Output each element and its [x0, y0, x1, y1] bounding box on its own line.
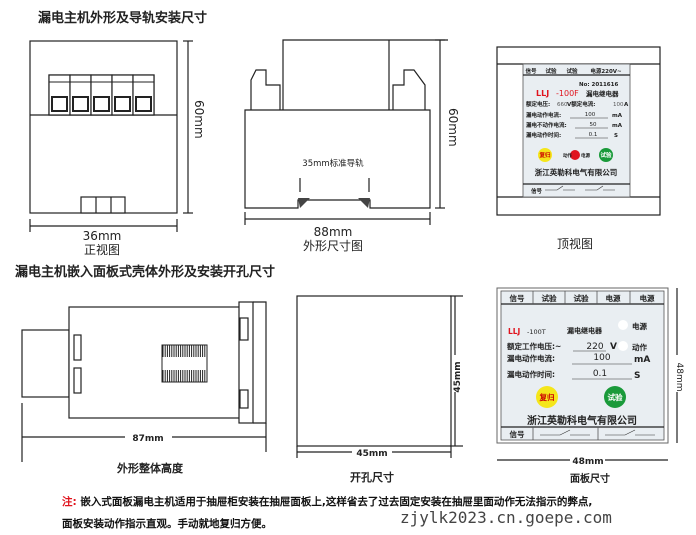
- panel-test-button: [604, 386, 626, 408]
- note-text-2: 面板安装动作指示直观。手动就地复归方便。: [62, 518, 272, 530]
- top-indicator-left: 动作: [563, 152, 572, 159]
- rail-label: 35mm标准导轨: [302, 158, 364, 169]
- top-test-label: 试验: [600, 151, 612, 159]
- panel-current-unit: mA: [634, 355, 650, 365]
- side-view: 35mm标准导轨 60mm 88mm 外形尺寸图: [244, 39, 460, 253]
- panel-voltage-label: 额定工作电压:~: [507, 341, 561, 351]
- panel-header-2: 试验: [574, 293, 589, 303]
- body-depth-label: 87mm: [132, 434, 163, 444]
- panel-current: 100: [593, 353, 610, 363]
- panel-voltage: 220: [586, 342, 603, 352]
- terminal-screw: [51, 96, 68, 112]
- power-indicator: [618, 320, 628, 330]
- panel-header-1: 试验: [542, 293, 557, 303]
- panel-voltage-unit: V: [610, 342, 617, 352]
- panel-header-0: 信号: [510, 293, 525, 303]
- note-prefix: 注:: [62, 496, 77, 508]
- top-view-caption: 顶视图: [557, 236, 593, 251]
- top-nonaction-current-label: 漏电不动作电流:: [526, 121, 567, 129]
- top-indicator-right: 电源: [581, 152, 590, 159]
- side-width-label: 88mm: [314, 225, 353, 239]
- top-action-current: 100: [585, 112, 596, 118]
- panel-time: 0.1: [593, 369, 607, 379]
- top-action-time-label: 漏电动作时间:: [526, 131, 561, 139]
- top-action-time: 0.1: [589, 132, 598, 138]
- side-height-label: 60mm: [446, 108, 460, 147]
- top-header-3: 电源220V~: [590, 67, 622, 75]
- top-action-current-unit: mA: [612, 113, 623, 119]
- panel-company: 浙江英勒科电气有限公司: [527, 414, 637, 427]
- top-header-0: 信号: [525, 67, 537, 75]
- top-header-2: 试验: [566, 67, 578, 75]
- panel-current-label: 漏电动作电流:: [507, 353, 555, 363]
- panel-reset-label: 复归: [539, 392, 555, 402]
- watermark: zjylk2023.cn.goepe.com: [400, 508, 612, 527]
- body-caption: 外形整体高度: [116, 461, 184, 475]
- top-action-current-label: 漏电动作电流:: [526, 111, 561, 119]
- top-rated-current: 100: [613, 102, 624, 108]
- front-view: 60mm 36mm 正视图: [29, 40, 206, 257]
- top-action-time-unit: S: [614, 133, 618, 139]
- panel-header-4: 电源: [640, 293, 655, 303]
- panel-model-prefix: LLJ: [508, 327, 521, 336]
- section2-title: 漏电主机嵌入面板式壳体外形及安装开孔尺寸: [15, 264, 275, 280]
- terminal-screw: [135, 96, 152, 112]
- panel-width-label: 48mm: [572, 457, 603, 467]
- panel-time-label: 漏电动作时间:: [507, 369, 555, 379]
- top-nonaction-current-unit: mA: [612, 123, 623, 129]
- top-rated-current-unit: A: [624, 102, 629, 108]
- front-height-label: 60mm: [192, 100, 206, 139]
- front-width-label: 36mm: [83, 229, 122, 243]
- vent-grille: [161, 344, 208, 383]
- top-company: 浙江英勒科电气有限公司: [535, 167, 618, 177]
- panel-model-suffix: -100T: [527, 328, 546, 336]
- terminal-block: [48, 74, 155, 116]
- top-indicator-lamp: [570, 150, 580, 160]
- top-serial-no: No: 2011616: [579, 82, 618, 88]
- panel-reset-button: [536, 386, 558, 408]
- terminal-screw: [72, 96, 89, 112]
- panel-caption: 面板尺寸: [570, 472, 610, 485]
- top-rated-voltage-label: 额定电压:: [526, 100, 550, 108]
- note-line-1: 注: 嵌入式面板漏电主机适用于抽屉柜安装在抽屉面板上,这样省去了过去固定安装在抽…: [62, 494, 592, 509]
- panel-footer: 信号: [510, 429, 525, 439]
- top-rated-current-label: V额定电流:: [567, 100, 595, 108]
- terminal-screw: [93, 96, 110, 112]
- panel-header-3: 电源: [606, 293, 621, 303]
- panel-model-name: 漏电继电器: [567, 326, 603, 335]
- top-footer: 信号: [531, 187, 543, 195]
- top-model-name: 漏电继电器: [586, 89, 619, 98]
- panel-test-label: 试验: [608, 392, 623, 402]
- side-view-caption: 外形尺寸图: [303, 239, 363, 253]
- panel-time-unit: S: [634, 371, 640, 381]
- panel-power-label: 电源: [632, 321, 647, 331]
- front-view-caption: 正视图: [84, 242, 120, 257]
- top-model-prefix: LLJ: [536, 89, 549, 98]
- top-model-suffix: -100F: [556, 89, 579, 98]
- terminal-screw: [114, 96, 131, 112]
- panel-face-view: 信号 试验 试验 电源 电源 LLJ -100T 漏电继电器 电源 动作 额定工…: [496, 287, 684, 485]
- action-indicator: [618, 341, 628, 351]
- cutout-caption: 开孔尺寸: [350, 470, 394, 484]
- note-text-1: 嵌入式面板漏电主机适用于抽屉柜安装在抽屉面板上,这样省去了过去固定安装在抽屉里面…: [80, 496, 593, 508]
- panel-body-view: 87mm 外形整体高度: [21, 301, 267, 475]
- cutout-width-label: 45mm: [356, 449, 387, 459]
- top-view: 信号 试验 试验 电源220V~ No: 2011616 LLJ -100F 漏…: [496, 46, 661, 251]
- top-reset-button: [538, 148, 552, 162]
- cutout-height-label: 45mm: [453, 361, 463, 392]
- top-nonaction-current: 50: [590, 122, 597, 128]
- top-reset-label: 复归: [538, 151, 551, 159]
- section1-title: 漏电主机外形及导轨安装尺寸: [38, 10, 207, 26]
- top-test-button: [599, 148, 613, 162]
- panel-height-label: 48mm: [674, 363, 684, 392]
- panel-action-label: 动作: [632, 342, 647, 352]
- top-rated-voltage: 660: [557, 102, 568, 108]
- cutout-view: 45mm 45mm 开孔尺寸: [296, 295, 463, 484]
- top-header-1: 试验: [545, 67, 557, 75]
